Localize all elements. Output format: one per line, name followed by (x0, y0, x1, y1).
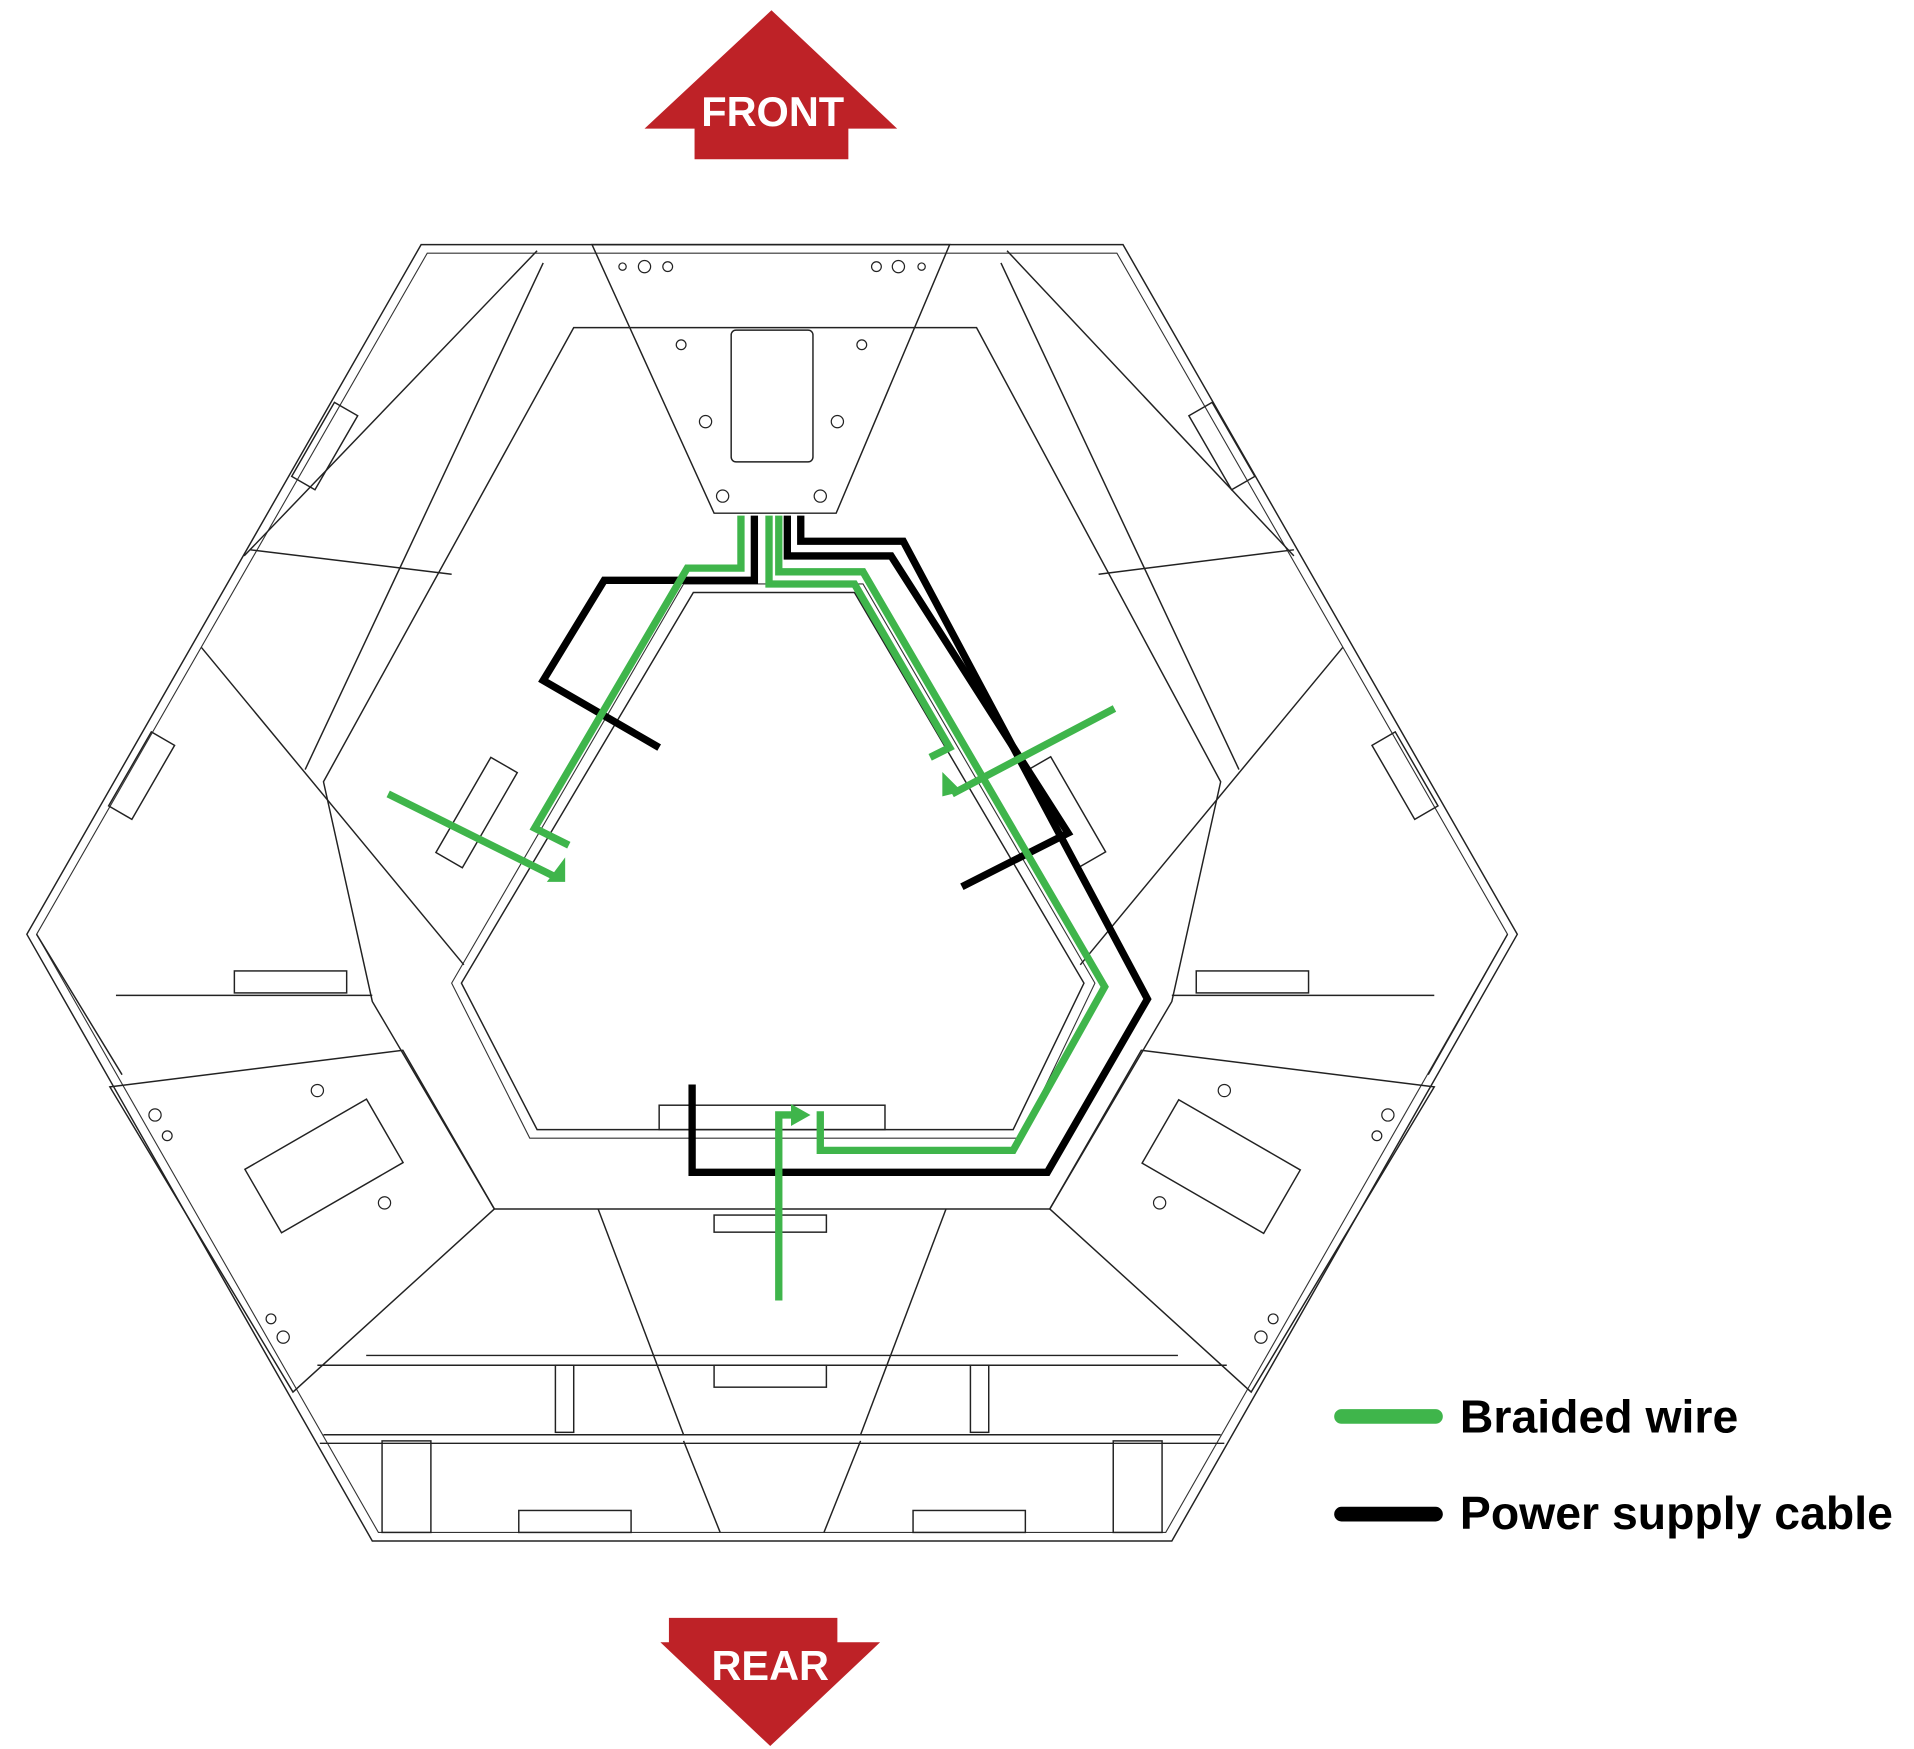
front-label: FRONT (701, 88, 844, 135)
rear-label: REAR (711, 1642, 829, 1689)
power-cable-left (538, 515, 759, 751)
rear-arrow: REAR (660, 1617, 881, 1747)
arrowhead-rear (790, 1103, 811, 1126)
outer-hexagon (26, 243, 1519, 1542)
power-cable-right (783, 515, 1074, 890)
power-cable-rear (688, 515, 1152, 1177)
ground-arrow-right (950, 705, 1117, 798)
front-arrow-shape (644, 10, 898, 160)
ground-arrow-rear (775, 1111, 794, 1301)
front-arrow: FRONT (644, 10, 898, 160)
braided-wire-left (529, 515, 745, 849)
front-control-panel (590, 243, 951, 514)
legend-label-power-supply-cable: Power supply cable (1460, 1487, 1893, 1539)
braided-wire-right (765, 515, 955, 761)
ground-arrow-left (386, 790, 558, 881)
braided-wire-routes (386, 515, 1117, 1301)
braided-wire-rear (775, 515, 1109, 1155)
left-rear-panel (108, 1049, 496, 1394)
front-panel-display (730, 329, 814, 463)
middle-ring (322, 326, 1222, 1210)
legend: Braided wire Power supply cable (1334, 1390, 1893, 1539)
right-rear-panel (1048, 1049, 1436, 1394)
arrowhead-left (546, 857, 566, 882)
arrowhead-right (942, 771, 962, 797)
outer-hexagon-inner-edge (35, 252, 1509, 1533)
inner-opening (460, 591, 1085, 1131)
hexagonal-frame (26, 243, 1519, 1542)
power-supply-cable-routes (538, 515, 1152, 1177)
legend-label-braided-wire: Braided wire (1460, 1390, 1738, 1442)
rear-arrow-shape (660, 1617, 881, 1747)
